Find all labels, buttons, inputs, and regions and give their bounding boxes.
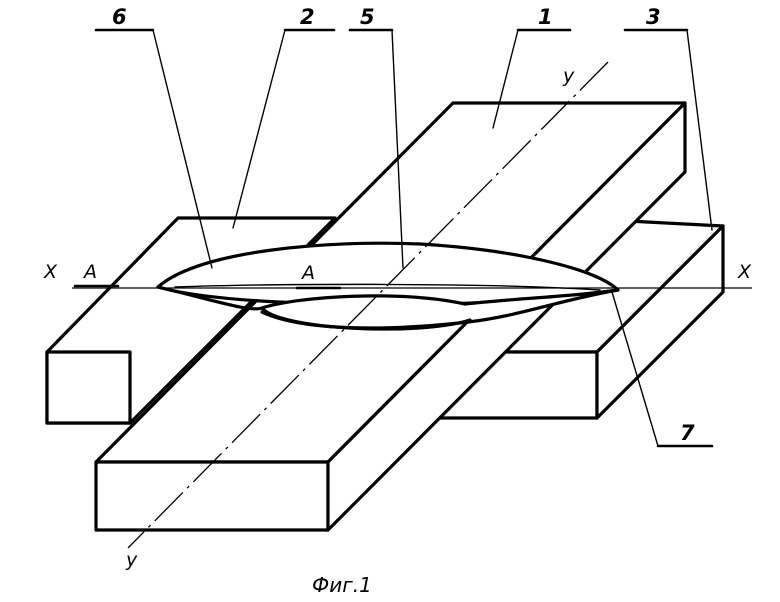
section-mark-center: A <box>300 262 315 284</box>
leader-lines <box>73 28 714 448</box>
y-axis-label-top: y <box>562 65 575 87</box>
callout-1: 1 <box>538 5 553 29</box>
section-mark-left: A <box>82 261 97 283</box>
axes <box>72 61 752 549</box>
callout-3: 3 <box>646 5 661 29</box>
y-axis-line <box>127 61 609 549</box>
x-axis-label-left: X <box>43 261 58 283</box>
weld-lens <box>156 241 620 331</box>
callout-2: 2 <box>300 5 315 29</box>
callout-7: 7 <box>680 421 695 445</box>
x-axis-label-right: X <box>737 261 752 283</box>
lower-plate <box>45 216 725 425</box>
figure-caption: Фиг.1 <box>312 573 372 597</box>
callout-5: 5 <box>360 5 375 29</box>
y-axis-label-bottom: y <box>125 549 138 571</box>
callout-6: 6 <box>112 5 127 29</box>
